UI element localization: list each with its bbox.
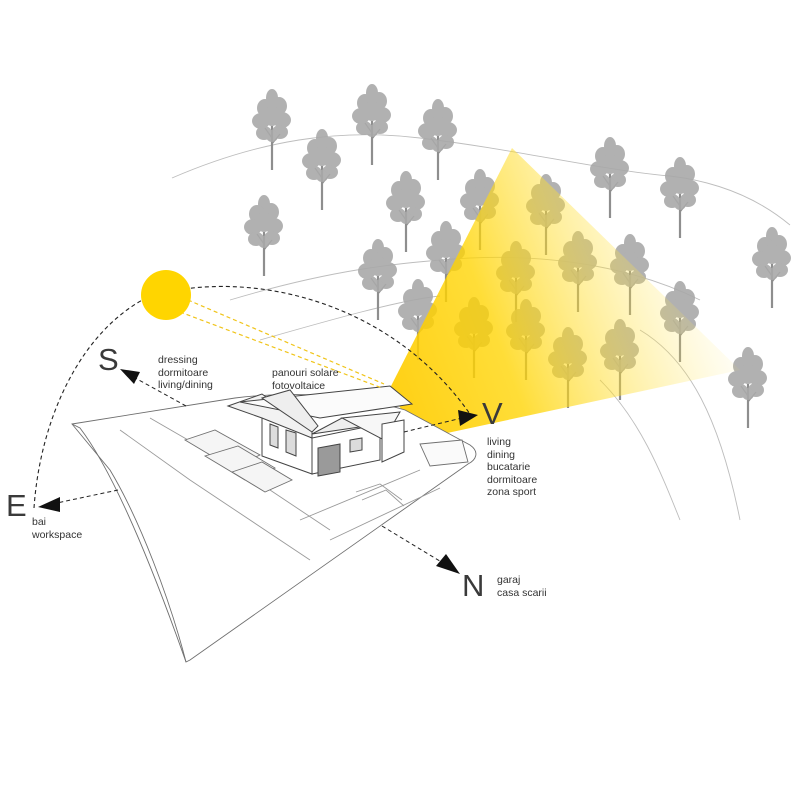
direction-north-letter: N	[462, 568, 485, 603]
tree	[250, 87, 293, 172]
arrowheads	[38, 369, 478, 574]
house	[226, 385, 414, 477]
tree	[356, 237, 399, 322]
direction-south-letter: S	[98, 342, 119, 377]
tree	[242, 193, 285, 278]
north-rooms-label: garaj casa scarii	[497, 574, 547, 599]
arrow-south-icon	[120, 369, 140, 384]
direction-arrows	[51, 373, 463, 567]
west-rooms-label: living dining bucatarie dormitoare zona …	[487, 436, 538, 498]
direction-west-letter: V	[482, 396, 503, 431]
tree	[588, 135, 631, 220]
arrow-west-icon	[458, 410, 478, 426]
tree	[726, 345, 769, 430]
south-rooms-label: dressing dormitoare living/dining	[158, 354, 213, 391]
east-rooms-label: bai workspace	[32, 516, 83, 541]
sun-beam	[388, 148, 740, 438]
tree	[300, 127, 343, 212]
direction-east-letter: E	[6, 488, 27, 523]
tree	[384, 169, 427, 254]
tree	[658, 155, 701, 240]
solar-rays	[179, 299, 385, 389]
arrow-north-icon	[436, 554, 460, 574]
tree	[416, 97, 459, 182]
arrow-east-icon	[38, 497, 60, 512]
solar-panels-label: panouri solare fotovoltaice	[272, 367, 339, 392]
tree	[750, 225, 793, 310]
tree	[350, 82, 393, 167]
sun-icon	[141, 270, 191, 320]
